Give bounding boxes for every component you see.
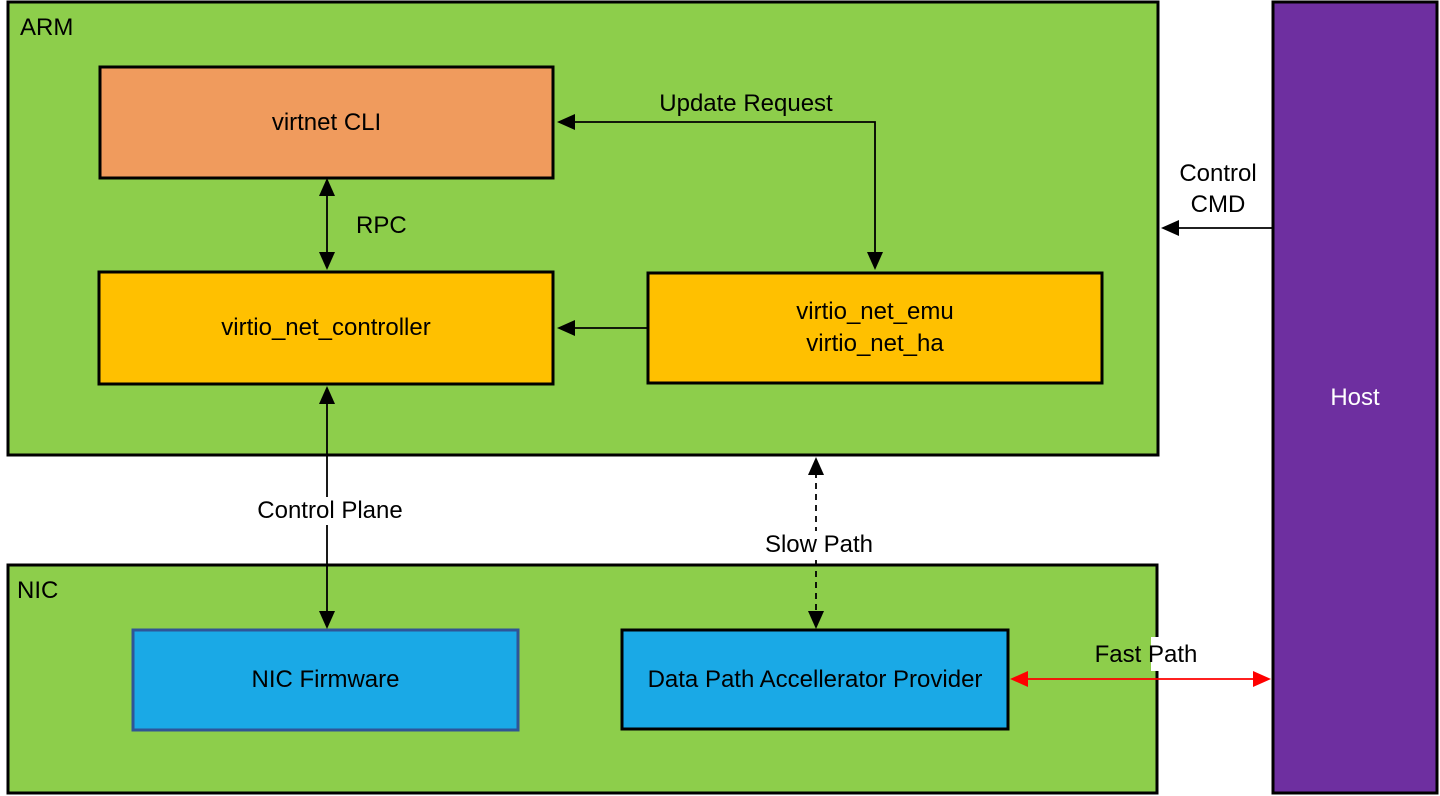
rpc-arrow-label: RPC [356,212,407,239]
nic-border-label-mask [1151,637,1163,671]
arm-container-label: ARM [20,14,74,41]
virtio-net-ha-line: virtio_net_ha [806,330,944,357]
nic-firmware-label: NIC Firmware [251,666,400,693]
data-path-accelerator-label: Data Path Accellerator Provider [647,665,983,693]
virtnet-cli-box [98,65,555,180]
virtio-net-emu-ha-box [646,271,1104,385]
fast-path-arrow-label: Fast Path [1094,641,1198,668]
virtio-net-emu-ha-label: virtio_net_emu virtio_net_ha [648,273,1102,383]
nic-firmware-box [131,628,520,732]
control-cmd-line2: CMD [1190,191,1246,218]
control-cmd-arrow-label: Control CMD [1160,158,1276,220]
update-request-arrow [557,114,883,270]
emu-to-controller-arrow [557,320,648,336]
nic-container-label: NIC [17,577,59,604]
virtnet-cli-label: virtnet CLI [271,108,382,136]
virtio-net-controller-label: virtio_net_controller [221,314,431,341]
host-container-box [1271,0,1439,795]
control-plane-arrow-label: Control Plane [244,497,416,525]
control-cmd-arrow [1161,220,1273,236]
virtio-net-controller-box [97,270,555,386]
data-path-accelerator-box [620,628,1010,731]
slow-path-arrow-label: Slow Path [756,531,882,559]
host-container-label: Host [1330,383,1380,411]
fast-path-arrow [1010,671,1271,687]
control-cmd-line1: Control [1179,160,1257,187]
rpc-arrow [319,178,335,270]
update-request-arrow-label: Update Request [659,90,833,117]
virtio-net-emu-line: virtio_net_emu [796,298,954,325]
